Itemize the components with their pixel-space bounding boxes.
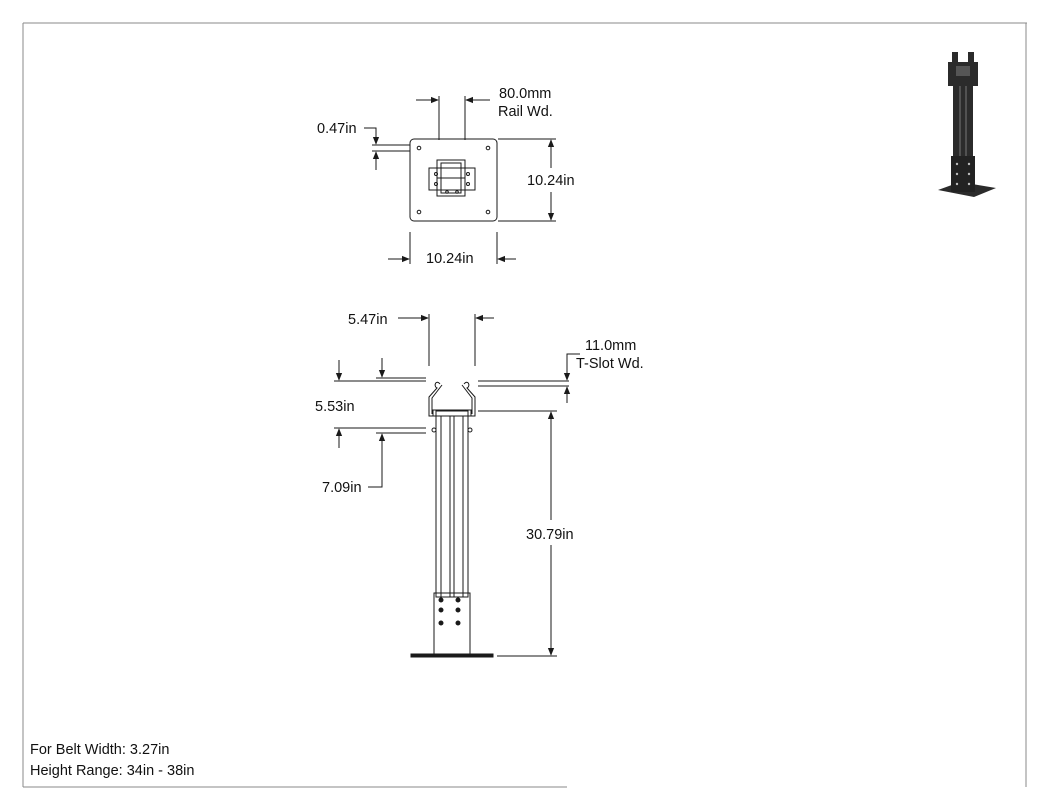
upper-post [435, 410, 469, 598]
clamp-head [428, 381, 476, 433]
belt-width-note: For Belt Width: 3.27in [30, 742, 169, 758]
dim-post-height [478, 410, 557, 657]
mounting-hole [416, 145, 422, 151]
upper-width-label: 5.47in [348, 312, 388, 328]
dim-clamp-height [334, 360, 426, 448]
top-view [364, 96, 556, 264]
dim-clamp-drop [368, 358, 426, 488]
dim-tslot-width [478, 353, 580, 403]
hole-offset-label: 0.47in [317, 121, 357, 137]
tslot-width-value: 11.0mm [585, 338, 636, 354]
bracket-top [428, 159, 476, 197]
clamp-drop-label: 7.09in [322, 480, 362, 496]
mounting-hole [485, 145, 491, 151]
plate-width-label: 10.24in [426, 251, 474, 267]
plate-height-label: 10.24in [527, 173, 575, 189]
isometric-preview [938, 52, 996, 197]
base-plate-outline [409, 138, 498, 222]
dim-rail-width [416, 96, 490, 140]
rail-width-value: 80.0mm [499, 86, 551, 102]
lower-sleeve [433, 592, 471, 657]
drawing-frame [22, 22, 1027, 788]
mounting-hole [416, 209, 422, 215]
height-range-note: Height Range: 34in - 38in [30, 763, 194, 779]
front-view [334, 314, 580, 658]
tslot-width-label: T-Slot Wd. [576, 356, 644, 372]
dim-plate-width [388, 232, 516, 264]
post-height-label: 30.79in [526, 527, 574, 543]
dim-upper-width [398, 314, 494, 366]
mounting-hole [485, 209, 491, 215]
base-plate-edge [410, 653, 494, 658]
dim-hole-offset [364, 127, 410, 170]
rail-width-label: Rail Wd. [498, 104, 553, 120]
dim-plate-height [498, 138, 556, 222]
clamp-height-label: 5.53in [315, 399, 355, 415]
